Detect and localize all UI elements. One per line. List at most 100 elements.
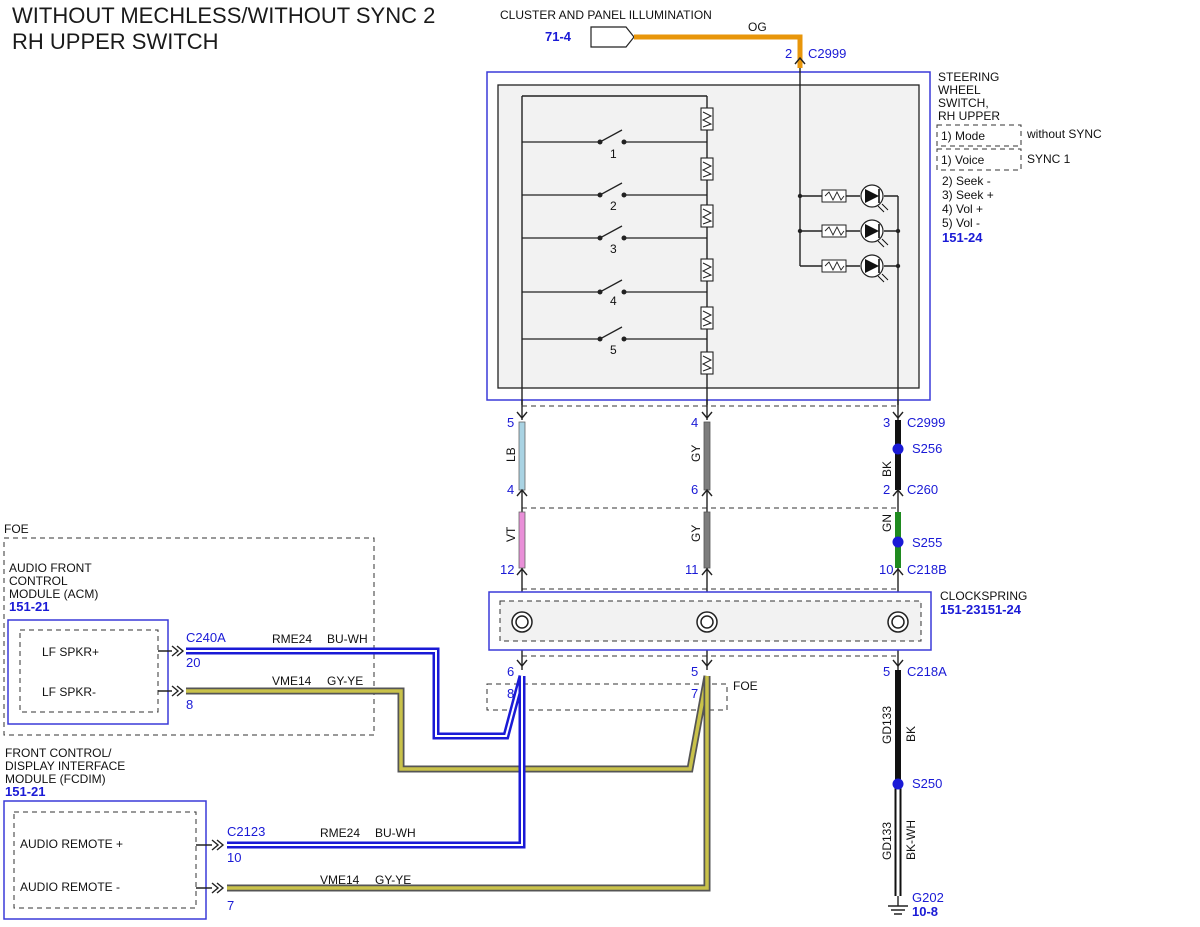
splice-s250 (892, 778, 904, 790)
foe-acm-label: FOE (4, 522, 29, 536)
fcdim-name-line-2: DISPLAY INTERFACE (5, 759, 125, 773)
middle-color-mid: GY (689, 525, 703, 542)
right-splice-2: S255 (912, 535, 942, 550)
right-color-top: BK (880, 461, 894, 477)
switch-name-line-1: STEERING (938, 70, 999, 84)
middle-color-top: GY (689, 445, 703, 462)
acm-connector: C240A (186, 630, 226, 645)
acm-module-box (7, 619, 169, 725)
clockspring-coils (511, 611, 909, 633)
foe-acm-box (3, 537, 375, 736)
function-seek-plus: 3) Seek + (942, 188, 994, 202)
variant-mode: 1) Mode (941, 129, 985, 143)
acm-wire2-circuit: VME14 (272, 674, 312, 688)
acm-pin-label-minus: LF SPKR- (42, 685, 96, 699)
splice-s256 (892, 443, 904, 455)
switch-ref: 151-24 (942, 230, 983, 245)
switch-ladder (521, 95, 714, 405)
right-color-low-2: BK-WH (904, 820, 918, 860)
acm-name-line-2: CONTROL (9, 574, 68, 588)
switch-number-4: 4 (610, 294, 617, 308)
acm-ref: 151-21 (9, 599, 49, 614)
fcdim-pin-label-plus: AUDIO REMOTE + (20, 837, 123, 851)
clockspring-ref: 151-23151-24 (940, 602, 1022, 617)
right-connector-low: C218B (907, 562, 947, 577)
fcdim-pin-arrows (211, 839, 225, 894)
middle-pin-clk-out: 5 (691, 664, 698, 679)
left-pin-mid: 4 (507, 482, 514, 497)
fcdim-wire2-color: GY-YE (375, 873, 411, 887)
acm-bu-wh-wire (186, 647, 526, 740)
acm-wire2-color: GY-YE (327, 674, 363, 688)
clockspring-name: CLOCKSPRING (940, 589, 1027, 603)
splice-s255 (892, 536, 904, 548)
variant-voice: 1) Voice (941, 153, 985, 167)
middle-pin-low: 11 (685, 562, 699, 577)
right-connector-top: C2999 (907, 415, 945, 430)
middle-pin-mid: 6 (691, 482, 698, 497)
function-seek-minus: 2) Seek - (942, 174, 991, 188)
right-connector-clk-out: C218A (907, 664, 947, 679)
switch-number-2: 2 (610, 199, 617, 213)
acm-name-line-3: MODULE (ACM) (9, 587, 98, 601)
function-vol-plus: 4) Vol + (942, 202, 983, 216)
right-splice-1: S256 (912, 441, 942, 456)
clockspring-outer-box (488, 591, 932, 651)
acm-wire1-circuit: RME24 (272, 632, 312, 646)
left-pin-clk-out: 6 (507, 664, 514, 679)
left-color-mid: VT (504, 526, 518, 542)
fcdim-pin-7: 7 (227, 898, 234, 913)
right-pin-clk-out: 5 (883, 664, 890, 679)
acm-wire1-color: BU-WH (327, 632, 368, 646)
og-wire (634, 34, 803, 68)
illumination-connector-arrow (590, 26, 635, 48)
switch-number-5: 5 (610, 343, 617, 357)
right-splice-3: S250 (912, 776, 942, 791)
illumination-ref: 71-4 (545, 29, 572, 44)
switch-number-3: 3 (610, 242, 617, 256)
fcdim-wire1-circuit: RME24 (320, 826, 360, 840)
acm-pin-arrows (171, 645, 185, 697)
switch-number-1: 1 (610, 147, 617, 161)
steering-switch-inner-box (497, 84, 920, 389)
switch-name-line-2: WHEEL (938, 83, 981, 97)
title-line-2: RH UPPER SWITCH (12, 29, 219, 54)
variant-mode-note: without SYNC (1026, 127, 1102, 141)
illumination-label: CLUSTER AND PANEL ILLUMINATION (500, 8, 712, 22)
acm-gy-ye-wire (186, 675, 711, 773)
fcdim-module-box (3, 800, 207, 920)
c2999-pin-2: 2 (785, 46, 792, 61)
fcdim-connector: C2123 (227, 824, 265, 839)
acm-inner-box (19, 629, 159, 713)
fcdim-wire2-circuit: VME14 (320, 873, 360, 887)
acm-pin-label-plus: LF SPKR+ (42, 645, 99, 659)
right-circuit-1: GD133 (880, 706, 894, 744)
fcdim-name-line-1: FRONT CONTROL/ (5, 746, 112, 760)
fcdim-gy-ye-wire (227, 676, 711, 892)
fcdim-pin-10: 10 (227, 850, 241, 865)
foe-inline-label: FOE (733, 679, 758, 693)
acm-name-line-1: AUDIO FRONT (9, 561, 92, 575)
right-color-low-1: BK (904, 726, 918, 742)
led-cluster (797, 68, 901, 405)
right-connector-mid: C260 (907, 482, 938, 497)
acm-pin-stubs (158, 650, 172, 692)
acm-pin-20: 20 (186, 655, 200, 670)
fcdim-pin-label-minus: AUDIO REMOTE - (20, 880, 120, 894)
right-pin-top: 3 (883, 415, 890, 430)
switch-name-line-3: SWITCH, (938, 96, 989, 110)
c2999-connector-top: C2999 (808, 46, 846, 61)
fcdim-wire1-color: BU-WH (375, 826, 416, 840)
steering-switch-outer-box (486, 71, 931, 401)
fcdim-ref: 151-21 (5, 784, 45, 799)
right-pin-mid: 2 (883, 482, 890, 497)
ground-ref: 10-8 (912, 904, 938, 919)
fcdim-pin-stubs (196, 844, 212, 889)
middle-pin-foe: 7 (691, 686, 698, 701)
ground-g202: G202 (912, 890, 944, 905)
fcdim-inner-box (13, 811, 197, 909)
left-pin-low: 12 (500, 562, 514, 577)
foe-inline-box (486, 683, 728, 711)
right-color-mid: GN (880, 514, 894, 532)
left-color-top: LB (504, 447, 518, 462)
